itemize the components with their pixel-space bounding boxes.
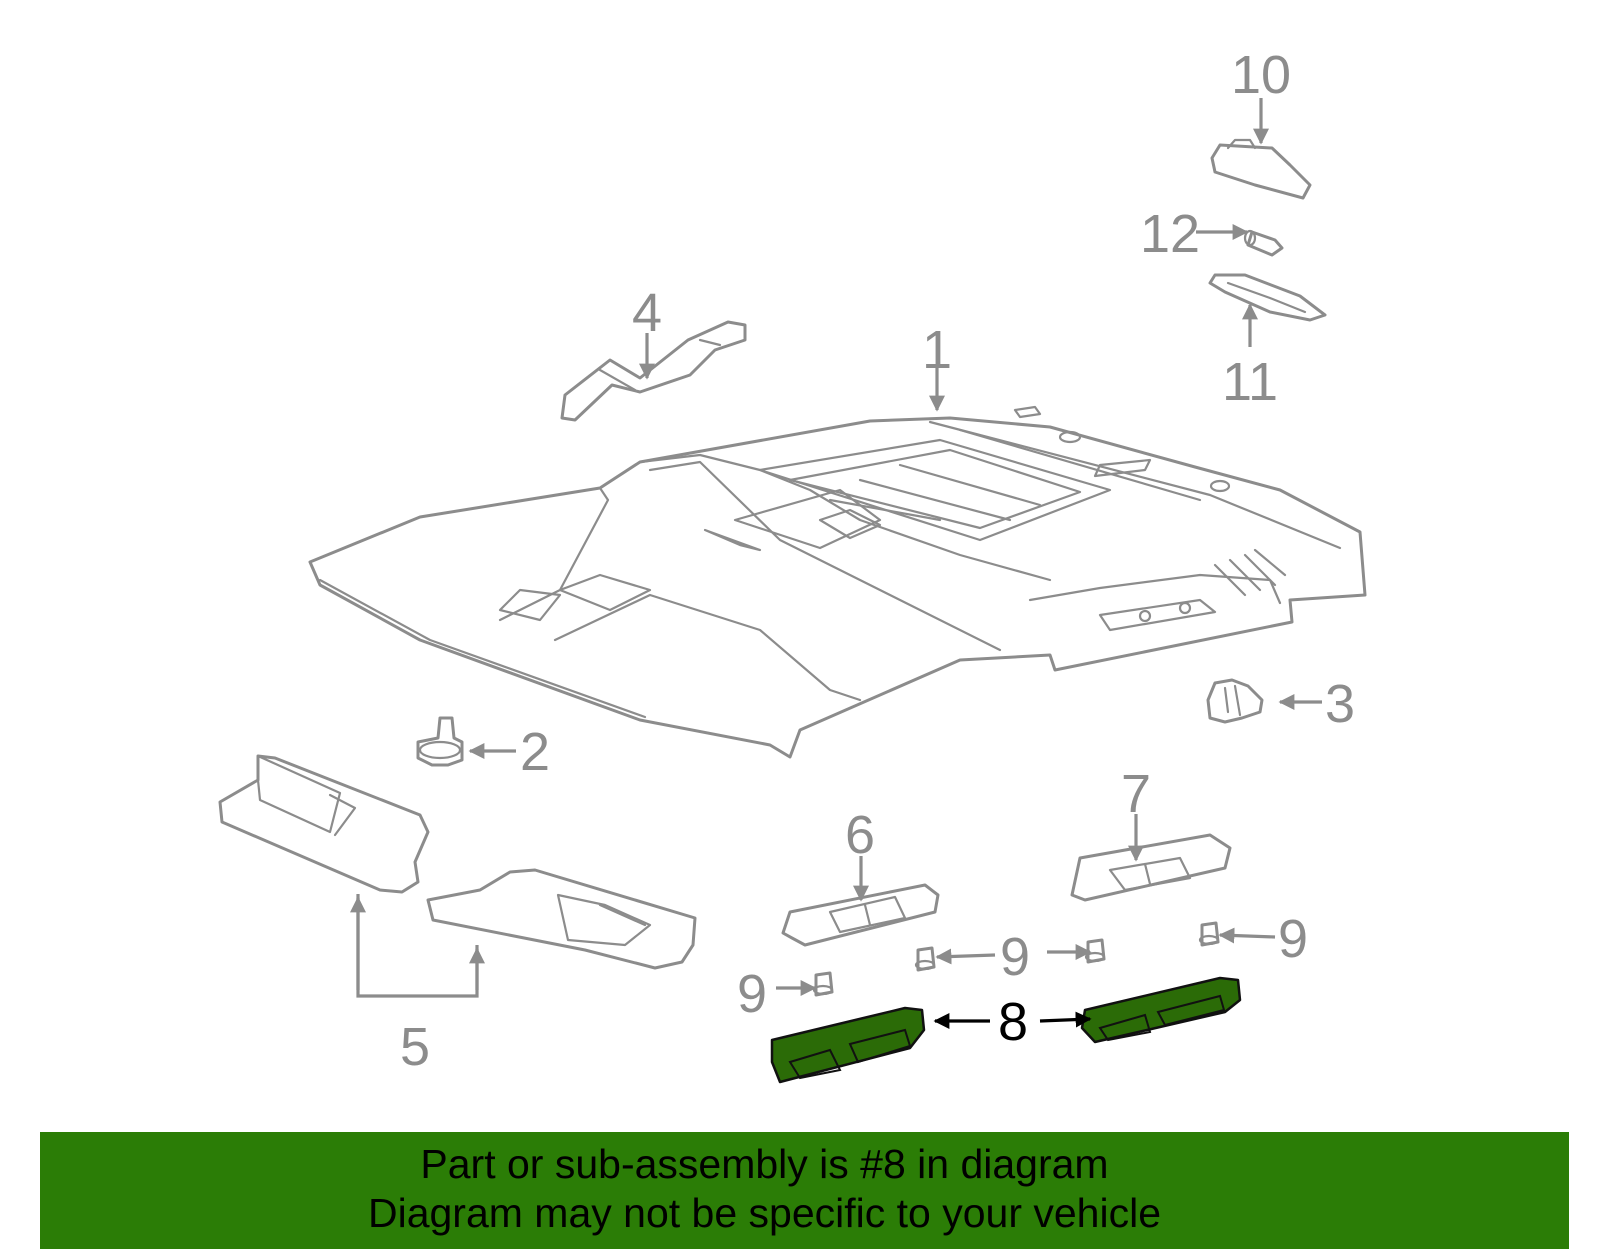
part-5-sun-visor-left	[218, 754, 430, 894]
callout-4: 4	[632, 283, 662, 343]
callout-1: 1	[922, 320, 952, 380]
part-8-lamp-lens-right	[1080, 976, 1242, 1044]
callout-6: 6	[845, 805, 875, 865]
part-6-dome-lamp	[781, 883, 940, 947]
callout-2: 2	[520, 722, 550, 782]
part-9-screw	[914, 946, 936, 972]
leader-lines	[350, 98, 1322, 1029]
callout-9: 9	[1000, 927, 1030, 987]
part-3-bracket	[1206, 678, 1264, 724]
callout-9: 9	[1278, 909, 1308, 969]
callout-11: 11	[1222, 352, 1278, 412]
callout-3: 3	[1325, 674, 1355, 734]
part-11-lens	[1208, 273, 1327, 322]
callout-5: 5	[400, 1017, 430, 1077]
callout-9: 9	[737, 964, 767, 1024]
part-12-bulb	[1243, 229, 1284, 257]
part-7-map-lamp	[1070, 833, 1232, 902]
info-banner: Part or sub-assembly is #8 in diagram Di…	[40, 1132, 1569, 1249]
part-9-screw	[1198, 921, 1220, 947]
banner-line-1: Part or sub-assembly is #8 in diagram	[420, 1141, 1109, 1187]
part-10-lamp-housing	[1210, 138, 1312, 200]
banner-line-2: Diagram may not be specific to your vehi…	[367, 1190, 1161, 1236]
part-5-sun-visor-right	[426, 868, 697, 970]
part-9-screw	[812, 971, 834, 997]
callout-12: 12	[1140, 204, 1200, 264]
callout-8: 8	[998, 992, 1028, 1052]
part-8-lamp-lens-left	[770, 1006, 926, 1084]
part-1-headliner	[308, 405, 1367, 759]
part-2-clip	[416, 716, 464, 767]
callout-10: 10	[1231, 45, 1291, 105]
callout-7: 7	[1121, 764, 1151, 824]
